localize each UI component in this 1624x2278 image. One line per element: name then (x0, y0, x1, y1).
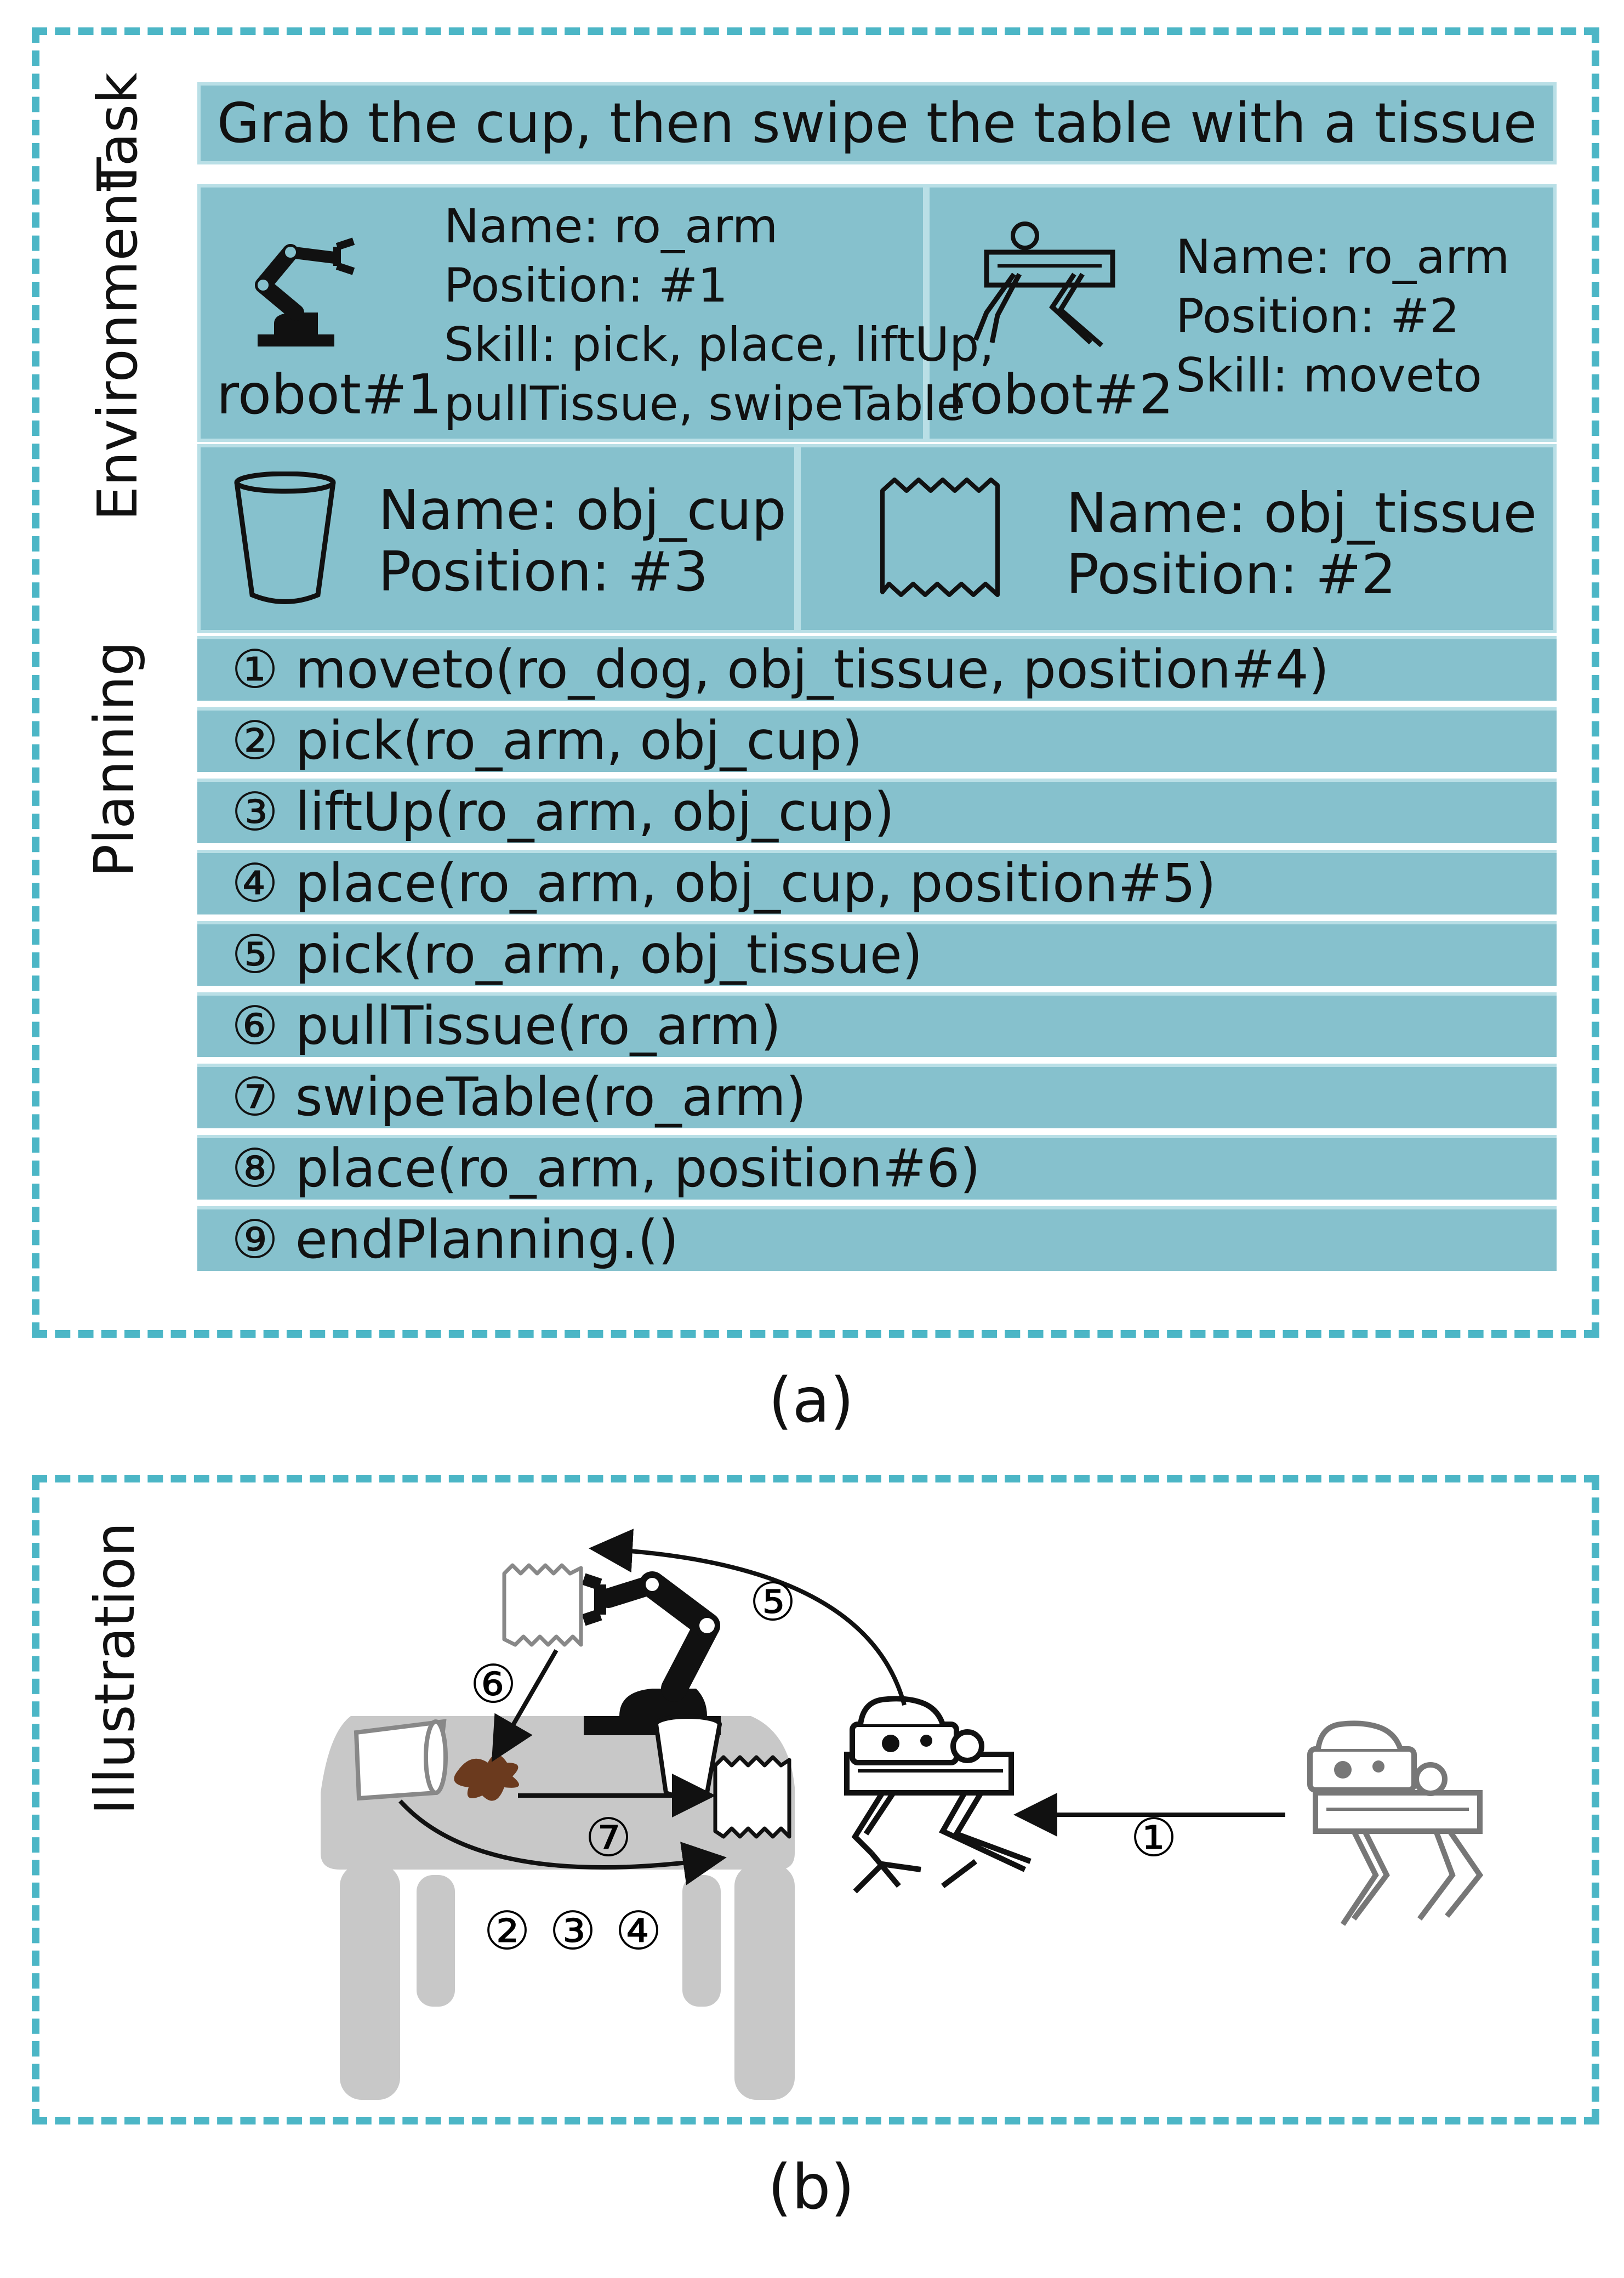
cup-position: Position: #3 (378, 539, 709, 604)
task-box (197, 82, 1557, 164)
caption-b: (b) (767, 2152, 855, 2223)
tissue-in-gripper-graphic (502, 1563, 583, 1647)
plan-step-5: ⑤ pick(ro_arm, obj_tissue) (197, 921, 1557, 986)
plan-step-1: ① moveto(ro_dog, obj_tissue, position#4) (197, 636, 1557, 701)
plan-step-4: ④ place(ro_arm, obj_cup, position#5) (197, 850, 1557, 914)
marker-2: ② (483, 1900, 531, 1962)
spilled-cup-graphic (354, 1719, 448, 1801)
tissue-icon (880, 478, 1000, 597)
plan-step-9: ⑨ endPlanning.() (197, 1206, 1557, 1271)
robot1-skill-line2: pullTissue, swipeTable (444, 377, 966, 431)
marker-7: ⑦ (585, 1807, 632, 1868)
tissue-cell (797, 444, 1557, 633)
arm-robot-graphic (582, 1571, 721, 1735)
marker-3: ③ (549, 1900, 596, 1962)
robot-dog-icon (973, 221, 1115, 348)
coffee-stain-graphic (454, 1754, 519, 1801)
cup-on-table-graphic (654, 1714, 722, 1799)
dog-robot-graphic (844, 1696, 1032, 1894)
plan-step-6: ⑥ pullTissue(ro_arm) (197, 992, 1557, 1057)
robot2-skill: Skill: moveto (1176, 348, 1482, 403)
cup-icon (234, 471, 336, 604)
robot2-position: Position: #2 (1176, 289, 1460, 344)
robot2-label: robot#2 (948, 362, 1174, 427)
task-text: Grab the cup, then swipe the table with … (216, 91, 1537, 155)
marker-5: ⑤ (749, 1571, 796, 1633)
tissue-name: Name: obj_tissue (1066, 481, 1537, 545)
robot1-name: Name: ro_arm (444, 199, 778, 254)
plan-step-3: ③ liftUp(ro_arm, obj_cup) (197, 779, 1557, 843)
robot1-position: Position: #1 (444, 258, 728, 313)
robot1-label: robot#1 (216, 362, 442, 427)
dog-robot-start-graphic (1307, 1720, 1484, 1926)
robot1-cell (197, 184, 926, 442)
plan-step-8: ⑧ place(ro_arm, position#6) (197, 1135, 1557, 1200)
plan-step-2: ② pick(ro_arm, obj_cup) (197, 707, 1557, 772)
tissue-position: Position: #2 (1066, 542, 1397, 606)
cup-name: Name: obj_cup (378, 478, 787, 542)
robot1-skill-line1: Skill: pick, place, liftUp, (444, 317, 994, 372)
marker-1: ① (1130, 1807, 1177, 1868)
plan-step-7: ⑦ swipeTable(ro_arm) (197, 1064, 1557, 1128)
marker-6: ⑥ (470, 1654, 517, 1715)
robot2-name: Name: ro_arm (1176, 230, 1510, 285)
caption-a: (a) (768, 1365, 854, 1436)
marker-4: ④ (615, 1900, 662, 1962)
panel-b (32, 1475, 1599, 2124)
tissue-on-table-graphic (713, 1755, 791, 1839)
panel-a (32, 27, 1599, 1338)
robot2-cell (926, 184, 1557, 442)
robot-arm-icon (255, 237, 355, 346)
